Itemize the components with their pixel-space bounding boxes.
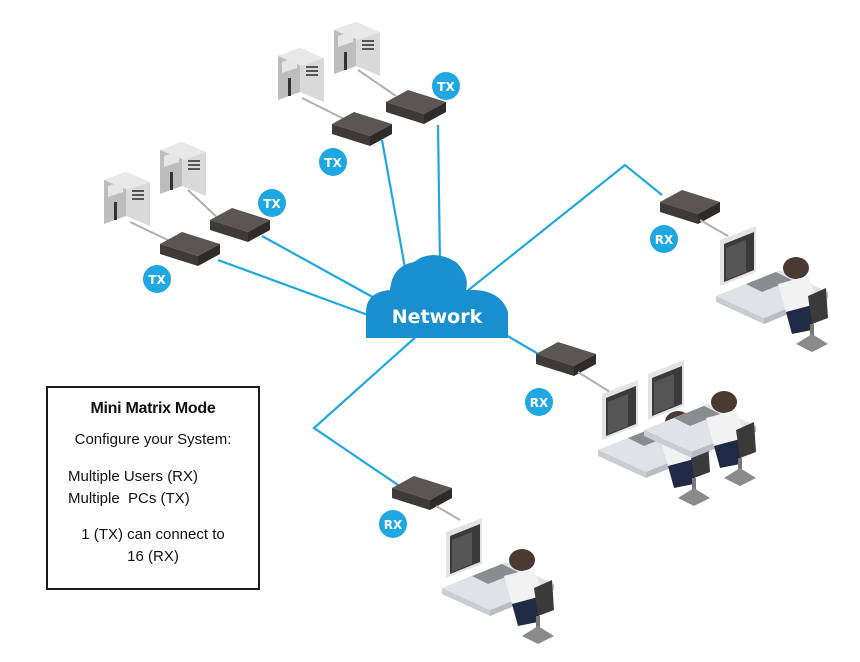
cloud-label: Network: [392, 306, 483, 328]
tx-badge-label: TX: [324, 156, 342, 170]
tower-pc-icon: [104, 172, 150, 226]
transmitter-box-icon: [160, 232, 220, 266]
tx-badge-label: TX: [437, 80, 455, 94]
rx-badge: RX: [650, 225, 678, 253]
tx-badge: TX: [143, 265, 171, 293]
network-cloud: Network: [366, 255, 508, 338]
info-box-note-line: 1 (TX) can connect to: [81, 526, 225, 543]
user-workstation-icon: [442, 518, 554, 644]
rx-badge: RX: [379, 510, 407, 538]
info-box-line: Multiple Users (RX): [68, 468, 199, 485]
link-tx2: [261, 235, 379, 301]
receiver-box-icon: [536, 342, 596, 376]
tower-pc-icon: [334, 22, 380, 76]
tower-pc-icon: [278, 48, 324, 102]
link-tx1: [217, 258, 369, 317]
link-tx3: [380, 139, 407, 269]
receiver-box-icon: [392, 476, 452, 510]
tower-pc-icon: [160, 142, 206, 196]
rx-badge-label: RX: [384, 518, 403, 532]
tx-badge-label: TX: [263, 197, 281, 211]
tx-badge: TX: [258, 189, 286, 217]
link-tx4: [436, 124, 442, 266]
link-rx3: [312, 334, 419, 486]
rx-badge-label: RX: [530, 396, 549, 410]
rx-badge-label: RX: [655, 233, 674, 247]
receiver-box-icon: [660, 190, 720, 224]
tx-badge: TX: [432, 72, 460, 100]
user-workstation-icon: [716, 226, 828, 352]
tx-badge: TX: [319, 148, 347, 176]
info-box-note-line: 16 (RX): [127, 548, 179, 565]
transmitter-box-icon: [210, 208, 270, 242]
info-box-subtitle: Configure your System:: [74, 431, 232, 448]
rx-badge: RX: [525, 388, 553, 416]
link-rx1: [465, 163, 663, 293]
tx-badge-label: TX: [148, 273, 166, 287]
network-links: [217, 124, 663, 486]
cloud-icon: [366, 255, 508, 338]
info-box-title: Mini Matrix Mode: [90, 400, 216, 417]
info-box: Mini Matrix Mode Configure your System: …: [46, 386, 260, 590]
info-box-note: 1 (TX) can connect to 16 (RX): [48, 524, 258, 568]
link-rx2: [505, 334, 541, 356]
info-box-line: Multiple PCs (TX): [68, 490, 190, 507]
info-box-list: Multiple Users (RX) Multiple PCs (TX): [68, 466, 258, 510]
